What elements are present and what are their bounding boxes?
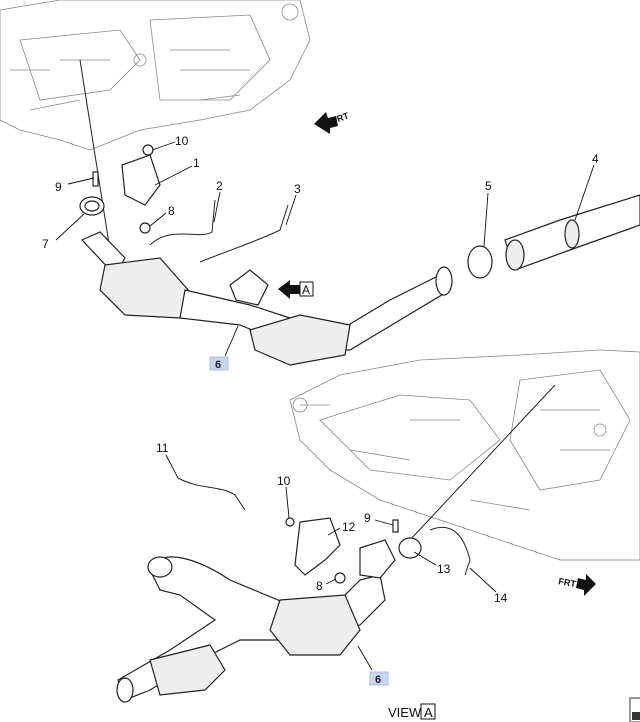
callout-7: 7 (42, 237, 49, 251)
callout-9: 9 (55, 180, 62, 194)
oxygen-sensor-11 (177, 477, 246, 511)
upper-leaders (55, 141, 595, 357)
sensor-wire-guide (409, 384, 556, 541)
nut-8 (334, 572, 346, 584)
part-tag-6-box (209, 356, 229, 371)
gasket-13 (398, 537, 422, 559)
view-letter: A (424, 705, 433, 720)
gm-logo (629, 697, 640, 722)
view-letter-box (420, 703, 436, 720)
lower-exhaust-assembly (116, 477, 471, 703)
callout-8: 8 (316, 579, 323, 593)
callout-4: 4 (592, 152, 599, 166)
callout-3: 3 (294, 182, 301, 196)
nut-8 (139, 222, 151, 234)
front-arrow-icon: FRT (314, 110, 351, 134)
catalytic-converter (99, 257, 191, 319)
lower-leaders (165, 454, 497, 671)
front-arrow-icon: FRT (558, 574, 596, 596)
svg-text:FRT: FRT (558, 576, 577, 589)
oxygen-sensor-2 (149, 199, 216, 246)
callout-10: 10 (175, 134, 189, 148)
view-title: VIEW (388, 705, 422, 720)
callout-1: 1 (193, 156, 200, 170)
view-a-letter: A (302, 283, 310, 297)
callout-2: 2 (216, 179, 223, 193)
oxygen-sensor-3 (199, 204, 289, 263)
upper-exhaust-assembly (79, 144, 640, 366)
svg-text:FRT: FRT (330, 110, 350, 126)
callout-13: 13 (437, 562, 451, 576)
upper-engine-block (0, 0, 311, 151)
nut-10 (142, 144, 154, 156)
heat-shield-1 (121, 154, 161, 206)
lower-engine-block (289, 349, 640, 561)
callout-12: 12 (342, 520, 356, 534)
callout-10: 10 (277, 474, 291, 488)
callout-14: 14 (494, 591, 508, 605)
tube (79, 59, 111, 251)
callout-8: 8 (168, 204, 175, 218)
part-tag-6: 6 (375, 674, 381, 686)
flange (359, 539, 396, 579)
part-tag-6: 6 (215, 359, 221, 371)
callout-5: 5 (485, 179, 492, 193)
nut-10 (285, 517, 295, 527)
stud-9 (392, 519, 399, 533)
part-tag-6-box (369, 671, 389, 686)
heat-shield-12 (294, 517, 341, 576)
stud-9 (92, 171, 99, 187)
callout-11: 11 (156, 441, 169, 455)
clamp-5 (467, 245, 493, 279)
oxygen-sensor-14 (429, 526, 471, 576)
catalytic-converter (269, 594, 361, 656)
heat-shield (229, 269, 269, 306)
callout-9: 9 (364, 511, 371, 525)
view-a-arrow: A (278, 280, 314, 299)
